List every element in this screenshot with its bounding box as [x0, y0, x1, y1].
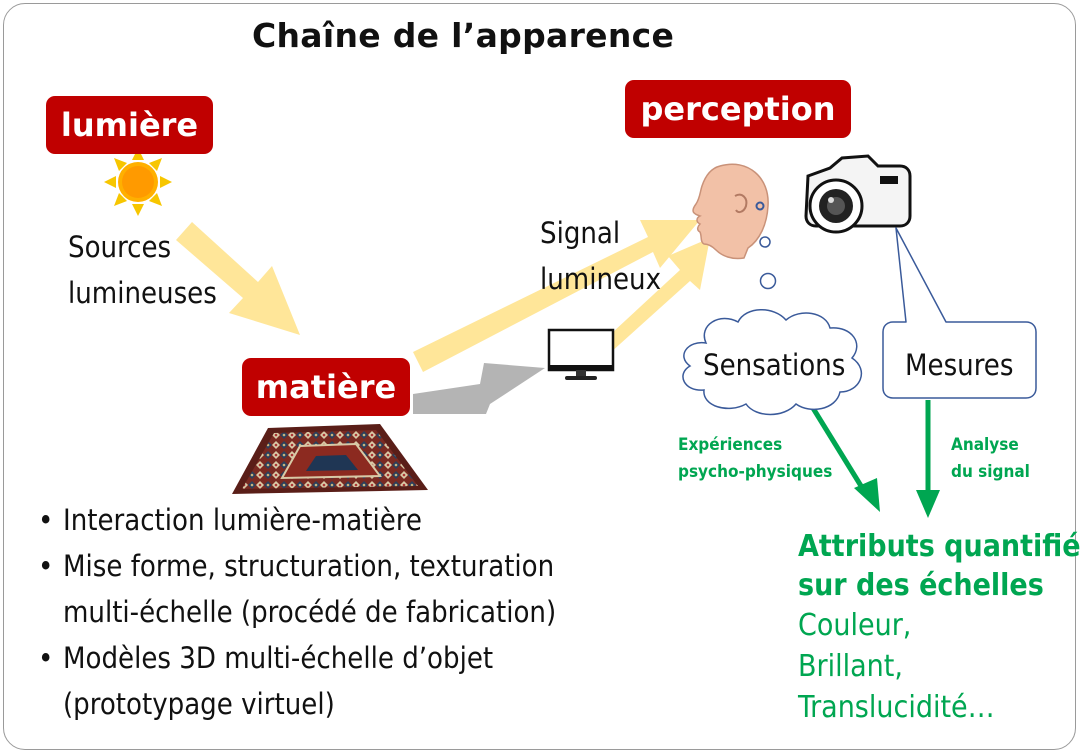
carpet-icon — [232, 424, 428, 494]
label-sources: Sources lumineuses — [68, 230, 217, 310]
note-experiences: Expériences psycho-physiques — [678, 435, 833, 482]
attributes-heading-1: Attributs quantifiés — [798, 529, 1081, 564]
bullet-item: Modèles 3D multi-échelle d’objet (protot… — [38, 635, 556, 727]
bullet-list: Interaction lumière-matière Mise forme, … — [38, 497, 556, 727]
monitor-icon — [547, 328, 615, 380]
camera-icon — [804, 154, 912, 234]
box-perception: perception — [625, 80, 851, 138]
bullet-item: Mise forme, structuration, texturation m… — [38, 543, 556, 635]
mesures-callout — [882, 227, 1037, 399]
attributes-block: Attributs quantifiés sur des échelles Co… — [798, 527, 1081, 728]
sun-icon — [104, 148, 172, 216]
bullet-item: Interaction lumière-matière — [38, 497, 556, 543]
slide-frame — [3, 3, 1076, 750]
note-analyse: Analyse du signal — [951, 435, 1030, 482]
arrow-matiere-to-monitor — [413, 363, 545, 414]
attribute-couleur: Couleur, — [798, 608, 912, 643]
attribute-brillant: Brillant, — [798, 649, 903, 684]
green-arrows — [805, 398, 940, 518]
attribute-translucidite: Translucidité… — [798, 690, 995, 725]
arrow-matiere-to-perception — [413, 220, 700, 372]
head-icon — [692, 163, 777, 290]
attributes-heading-2: sur des échelles — [798, 568, 1044, 603]
arrow-monitor-to-perception — [600, 238, 710, 353]
label-mesures: Mesures — [905, 348, 1014, 382]
box-matiere: matière — [242, 358, 410, 416]
page-title: Chaîne de l’apparence — [252, 16, 675, 55]
sensations-cloud — [682, 309, 863, 416]
arrow-sources-to-matiere — [176, 222, 300, 335]
box-lumiere: lumière — [46, 96, 213, 154]
label-signal: Signal lumineux — [540, 216, 662, 296]
label-sensations: Sensations — [703, 348, 846, 382]
